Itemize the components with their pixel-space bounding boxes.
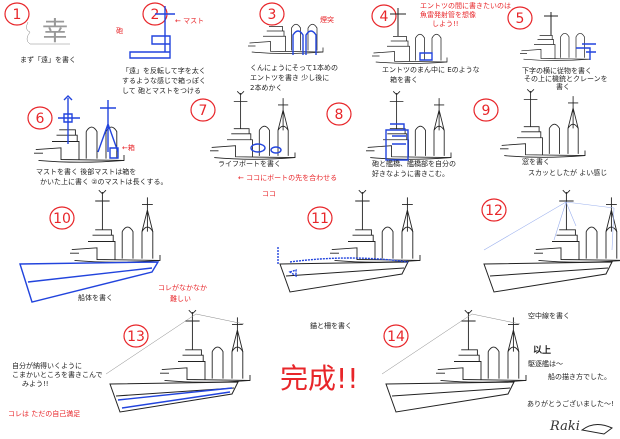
step-10: 船体を書く コレがなかなか 難しい bbox=[19, 189, 207, 303]
complete-label: 完成!! bbox=[280, 362, 358, 395]
step-number: 2 bbox=[151, 7, 160, 23]
ending-line: 船の描き方でした。 bbox=[548, 372, 611, 381]
step-number-circle bbox=[473, 98, 499, 122]
step-number-circle bbox=[49, 206, 75, 230]
signature: Raki bbox=[549, 419, 580, 434]
step-number-circle bbox=[481, 198, 507, 222]
step-number: 11 bbox=[311, 211, 329, 227]
step-number: 9 bbox=[482, 103, 491, 119]
step-4-note: しよう!! bbox=[432, 20, 459, 28]
step-7: ライフボートを書く ← ココにボートの先を合わせる ココ bbox=[209, 90, 337, 198]
step-4-caption: 箱を書く bbox=[390, 75, 418, 84]
glyph-drawing: 幸 bbox=[42, 17, 68, 47]
step-3-caption: 2本めかく bbox=[250, 83, 282, 92]
step-number-circle bbox=[307, 206, 333, 230]
step-number: 7 bbox=[199, 103, 208, 119]
step-1: 幸 まず「遠」を書く bbox=[20, 17, 76, 64]
step-number-circle bbox=[507, 6, 533, 30]
step-2: ← マスト 砲 「遠」を反転して字を太く するような感じで箱っぽく して 砲とマ… bbox=[116, 6, 206, 95]
step-7-note: ← ココにボートの先を合わせる bbox=[238, 173, 337, 182]
step-1-caption: まず「遠」を書く bbox=[20, 55, 76, 64]
step-number: 5 bbox=[516, 11, 525, 27]
step-9-caption: 窓を書く bbox=[522, 157, 550, 166]
step-number-circle bbox=[123, 324, 149, 348]
step-3-caption: エントツを書き 少し後に bbox=[250, 73, 329, 82]
step-5-caption: 下字の横に従物を書く bbox=[522, 66, 592, 75]
step-13-caption: みよう!! bbox=[22, 380, 49, 388]
ending-line: 駆逐艦は〜 bbox=[528, 359, 563, 368]
step-4-caption: エントツのまん中に Eのような bbox=[382, 65, 480, 74]
step-5: 下字の横に従物を書く その上に機銃とクレーンを 書く bbox=[519, 12, 608, 91]
step-number: 4 bbox=[380, 9, 389, 25]
step-number-circle bbox=[326, 102, 352, 126]
step-6: ←箱 マストを書く 後部マストは箱を かいた上に書く ②のマストは長くする。 bbox=[33, 95, 168, 186]
step-13: 自分が納得いくように こまかいところを書きこんで みよう!! コレは ただの自己… bbox=[8, 309, 251, 418]
step-3: 煙突 くんにょうにそって1本めの エントツを書き 少し後に 2本めかく bbox=[247, 15, 338, 92]
step-9: 窓を書く スカッとしたが よい感じ bbox=[499, 88, 607, 177]
step-4-note: エントツの間に書きたいのは bbox=[420, 1, 511, 10]
step-number: 6 bbox=[36, 111, 45, 127]
step-number: 14 bbox=[387, 329, 405, 345]
step-10-note: 難しい bbox=[170, 294, 191, 303]
koko-label: ココ bbox=[262, 190, 276, 198]
step-2-caption: 「遠」を反転して字を太く bbox=[122, 66, 206, 75]
step-number-circle bbox=[4, 2, 30, 26]
funnel-label: 煙突 bbox=[320, 15, 334, 24]
step-13-caption: こまかいところを書きこんで bbox=[12, 370, 103, 379]
step-8: 砲と艦橋、艦橋部を自分の 好きなように書きこむ。 bbox=[365, 90, 456, 178]
step-8-caption: 好きなように書きこむ。 bbox=[372, 169, 449, 178]
box-label: ←箱 bbox=[122, 143, 135, 152]
step-5-caption: その上に機銃とクレーンを bbox=[524, 74, 608, 83]
step-6-caption: マストを書く 後部マストは箱を bbox=[36, 167, 136, 176]
step-2-caption: するような感じで箱っぽく bbox=[122, 76, 206, 85]
step-4: エントツの間に書きたいのは 魚雷発射管を想像 しよう!! エントツのまん中に E… bbox=[371, 1, 511, 84]
step-8-caption: 砲と艦橋、艦橋部を自分の bbox=[372, 159, 456, 168]
step-number-circle bbox=[27, 106, 53, 130]
step-number: 13 bbox=[127, 329, 145, 345]
step-11-caption: 錨と柵を書く bbox=[310, 321, 352, 330]
ending-notes: 以上 駆逐艦は〜 船の描き方でした。 ありがとうございました〜! Raki bbox=[527, 344, 614, 435]
thanks-text: ありがとうございました〜! bbox=[527, 399, 614, 408]
step-9-caption: スカッとしたが よい感じ bbox=[528, 168, 607, 177]
step-12: 空中線を書く bbox=[483, 189, 620, 320]
step-2-caption: して 砲とマストをつける bbox=[122, 86, 201, 95]
step-number-circle bbox=[190, 98, 216, 122]
step-number: 8 bbox=[335, 107, 344, 123]
step-number: 10 bbox=[53, 211, 71, 227]
step-number-circle bbox=[259, 2, 285, 26]
step-10-caption: 船体を書く bbox=[78, 293, 113, 302]
step-13-caption: 自分が納得いくように bbox=[12, 361, 82, 370]
step-11: 錨と柵を書く bbox=[277, 189, 421, 330]
step-12-caption: 空中線を書く bbox=[528, 311, 570, 320]
step-6-caption: かいた上に書く ②のマストは長くする。 bbox=[40, 177, 168, 186]
step-number-circle bbox=[371, 4, 397, 28]
step-number-circle bbox=[383, 324, 409, 348]
step-10-note: コレがなかなか bbox=[158, 283, 207, 292]
step-13-note: コレは ただの自己満足 bbox=[8, 409, 80, 418]
step-number: 12 bbox=[485, 203, 503, 219]
gun-label: 砲 bbox=[116, 26, 123, 35]
step-14 bbox=[381, 309, 527, 413]
step-number: 3 bbox=[268, 7, 277, 23]
step-number: 1 bbox=[13, 7, 22, 23]
step-4-note: 魚雷発射管を想像 bbox=[420, 10, 476, 19]
step-7-caption: ライフボートを書く bbox=[218, 159, 281, 168]
step-5-caption: 書く bbox=[556, 82, 570, 91]
mast-label: ← マスト bbox=[175, 17, 204, 25]
step-3-caption: くんにょうにそって1本めの bbox=[250, 63, 338, 72]
ending-heading: 以上 bbox=[533, 344, 551, 356]
